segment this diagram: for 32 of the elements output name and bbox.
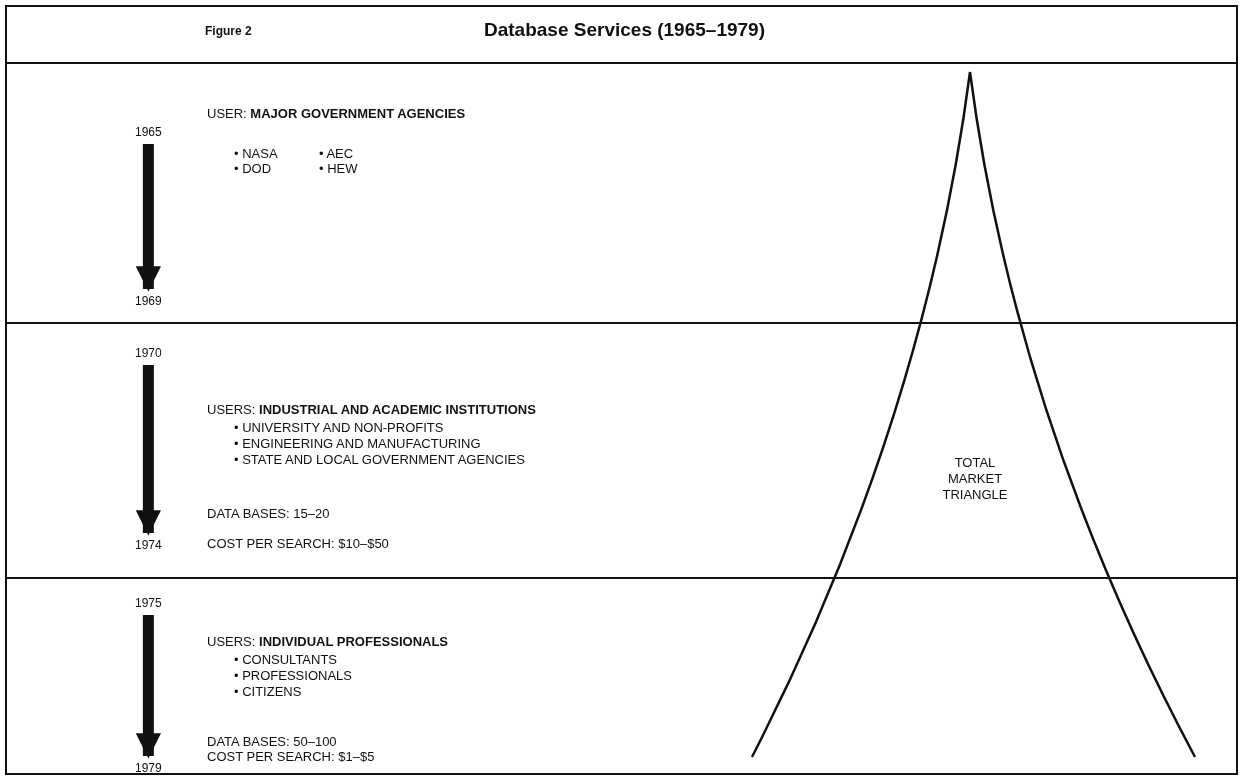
year-label: 1965 bbox=[135, 124, 162, 140]
diagram-title: Database Services (1965–1979) bbox=[484, 18, 765, 42]
bullet-item: • DOD bbox=[234, 161, 272, 177]
figure-number: Figure 2 bbox=[205, 23, 252, 39]
detail-text: COST PER SEARCH: $10–$50 bbox=[207, 536, 389, 552]
timeline-arrow bbox=[135, 365, 161, 536]
bullet-item: • ENGINEERING AND MANUFACTURING bbox=[234, 436, 481, 452]
detail-text: DATA BASES: 15–20 bbox=[207, 506, 330, 522]
timeline-band bbox=[5, 62, 1238, 324]
timeline-arrow bbox=[135, 144, 161, 292]
user-heading: USERS: INDUSTRIAL AND ACADEMIC INSTITUTIONS bbox=[207, 402, 536, 418]
timeline-band bbox=[5, 322, 1238, 579]
user-heading: USER: MAJOR GOVERNMENT AGENCIES bbox=[207, 106, 466, 122]
detail-text: COST PER SEARCH: $1–$5 bbox=[207, 749, 375, 765]
year-label: 1975 bbox=[135, 595, 162, 611]
timeline-band bbox=[5, 577, 1238, 775]
bullet-item: • HEW bbox=[319, 161, 358, 177]
bullet-item: • CITIZENS bbox=[234, 684, 302, 700]
bullet-item: • NASA bbox=[234, 146, 278, 162]
bullet-item: • UNIVERSITY AND NON-PROFITS bbox=[234, 420, 444, 436]
timeline-arrow bbox=[135, 615, 161, 759]
triangle-label: TOTAL MARKET TRIANGLE bbox=[941, 455, 1009, 503]
year-label: 1979 bbox=[135, 760, 162, 776]
year-label: 1969 bbox=[135, 293, 162, 309]
bullet-item: • STATE AND LOCAL GOVERNMENT AGENCIES bbox=[234, 452, 525, 468]
year-label: 1970 bbox=[135, 345, 162, 361]
bullet-item: • PROFESSIONALS bbox=[234, 668, 352, 684]
user-heading: USERS: INDIVIDUAL PROFESSIONALS bbox=[207, 634, 449, 650]
bullet-item: • AEC bbox=[319, 146, 354, 162]
bullet-item: • CONSULTANTS bbox=[234, 652, 338, 668]
detail-text: DATA BASES: 50–100 bbox=[207, 734, 337, 750]
year-label: 1974 bbox=[135, 537, 162, 553]
